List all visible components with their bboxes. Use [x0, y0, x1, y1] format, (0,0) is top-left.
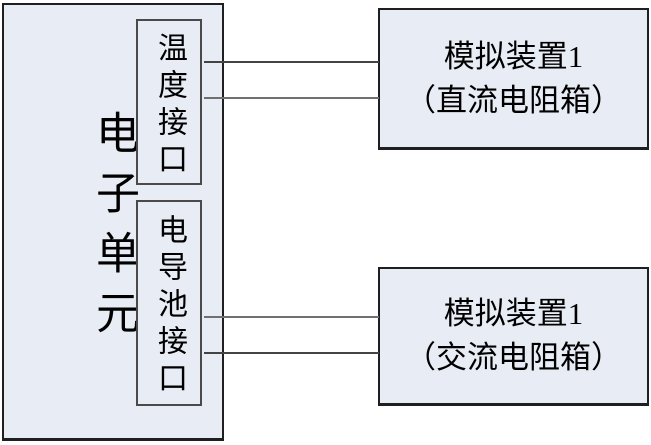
temperature-port-box: 温度接口 — [136, 19, 202, 185]
device-box-ac: 模拟装置1 （交流电阻箱） — [378, 267, 649, 406]
temperature-port-label: 温度接口 — [153, 31, 186, 180]
main-unit-label: 电子单元 — [89, 109, 138, 350]
conductivity-port-box: 电导池接口 — [136, 200, 202, 406]
device-box-dc: 模拟装置1 （直流电阻箱） — [378, 8, 649, 150]
conductivity-port-label: 电导池接口 — [153, 214, 186, 399]
wire-temperature-2 — [204, 97, 379, 99]
device-ac-text: 模拟装置1 （交流电阻箱） — [405, 292, 622, 380]
wire-conductivity-1 — [204, 316, 379, 318]
wire-conductivity-2 — [204, 352, 379, 354]
device-ac-detail: （交流电阻箱） — [405, 340, 622, 375]
device-dc-detail: （直流电阻箱） — [405, 82, 622, 118]
wire-temperature-1 — [204, 61, 379, 63]
device-dc-name: 模拟装置1 — [443, 38, 584, 74]
device-ac-name: 模拟装置1 — [443, 296, 584, 331]
device-dc-text: 模拟装置1 （直流电阻箱） — [405, 35, 622, 123]
